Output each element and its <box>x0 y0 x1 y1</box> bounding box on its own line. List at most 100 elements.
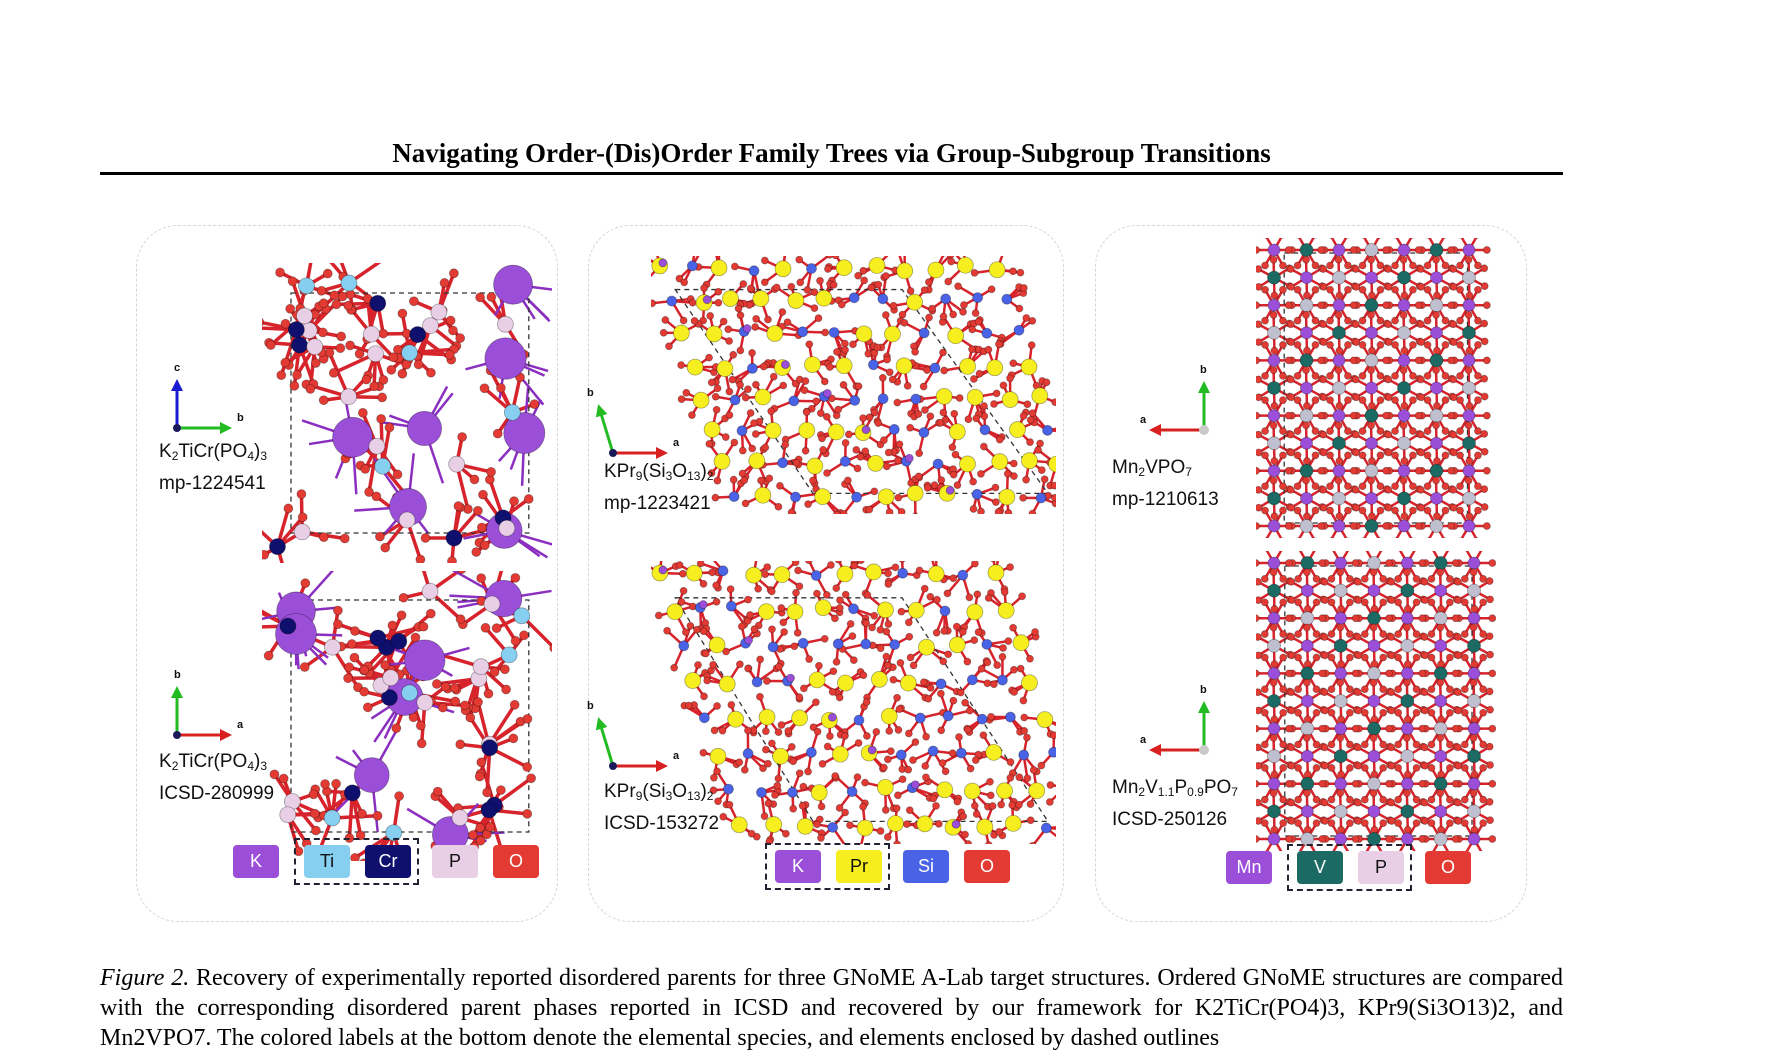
atom <box>1301 805 1313 817</box>
atom <box>1262 507 1269 514</box>
atom <box>940 409 947 416</box>
atom <box>1446 820 1453 827</box>
atom <box>1300 409 1313 422</box>
atom <box>982 328 992 338</box>
atom <box>1256 376 1262 383</box>
atom <box>1403 679 1410 686</box>
atom <box>744 596 751 603</box>
atom <box>1481 320 1488 327</box>
atom <box>1388 689 1395 696</box>
atom <box>1016 801 1023 808</box>
atom <box>933 629 940 636</box>
atom <box>801 387 808 394</box>
atom <box>1333 465 1345 477</box>
atom <box>1312 397 1319 404</box>
atom <box>1481 503 1488 510</box>
axis-label-horizontal: a <box>1140 734 1146 746</box>
atom <box>1300 354 1313 367</box>
atom <box>1010 360 1017 367</box>
atom <box>849 604 859 614</box>
atom <box>474 698 483 707</box>
atom <box>445 350 454 359</box>
atom <box>389 353 398 362</box>
atom <box>1337 679 1344 686</box>
atom <box>492 624 501 633</box>
atom <box>989 262 1005 278</box>
atom <box>1480 764 1487 771</box>
atom <box>1377 341 1384 348</box>
atom <box>1392 507 1399 514</box>
atom <box>383 670 399 686</box>
atom <box>1424 372 1431 379</box>
atom <box>1312 507 1319 514</box>
atom <box>1256 302 1260 309</box>
atom <box>426 609 435 618</box>
atom <box>1268 557 1280 569</box>
atom <box>1380 764 1387 771</box>
atom <box>1344 397 1351 404</box>
axis-label-horizontal: a <box>673 750 679 762</box>
atom <box>1051 494 1056 501</box>
atom <box>895 726 902 733</box>
atom <box>840 510 847 514</box>
atom <box>748 830 755 837</box>
atom <box>1337 624 1344 631</box>
atom <box>709 569 716 576</box>
atom <box>1466 292 1473 299</box>
atom <box>1052 399 1056 406</box>
atom <box>1295 741 1302 748</box>
atom <box>896 441 903 448</box>
atom <box>446 530 462 546</box>
crystal-structure-disordered <box>262 571 552 861</box>
atom <box>1386 780 1393 787</box>
atom <box>921 287 928 294</box>
atom <box>651 300 656 307</box>
atom <box>804 286 811 293</box>
atom <box>1481 265 1488 272</box>
atom <box>821 378 828 385</box>
atom <box>504 404 520 420</box>
atom <box>850 395 860 405</box>
atom <box>873 728 880 735</box>
atom <box>743 749 753 759</box>
atom <box>1318 467 1325 474</box>
axis-label-horizontal: b <box>237 412 244 424</box>
atom <box>1386 560 1393 567</box>
atom <box>1352 725 1359 732</box>
atom <box>964 658 971 665</box>
atom <box>912 348 919 355</box>
atom <box>1279 507 1286 514</box>
atom <box>886 727 893 734</box>
atom <box>745 636 753 644</box>
atom <box>340 534 349 543</box>
atom <box>449 456 465 472</box>
atom <box>701 285 708 292</box>
atom <box>358 408 367 417</box>
atom <box>1424 341 1431 348</box>
atom <box>691 317 698 324</box>
atom <box>767 326 783 342</box>
atom <box>924 367 931 374</box>
atom <box>1388 634 1395 641</box>
atom <box>686 565 702 581</box>
atom <box>1385 266 1392 273</box>
atom <box>1430 464 1443 477</box>
atom <box>1301 327 1313 339</box>
atom <box>1005 509 1012 514</box>
atom <box>766 475 773 482</box>
atom <box>1486 688 1493 695</box>
atom <box>1280 686 1287 693</box>
atom <box>345 663 354 672</box>
atom <box>1301 640 1313 652</box>
atom <box>1489 780 1496 787</box>
atom <box>765 422 781 438</box>
atom <box>853 446 860 453</box>
legend-chip-pr: Pr <box>836 850 882 883</box>
atom <box>860 672 867 679</box>
atom <box>970 505 977 512</box>
atom <box>402 345 418 361</box>
atom <box>1335 723 1347 735</box>
atom <box>1014 325 1024 335</box>
